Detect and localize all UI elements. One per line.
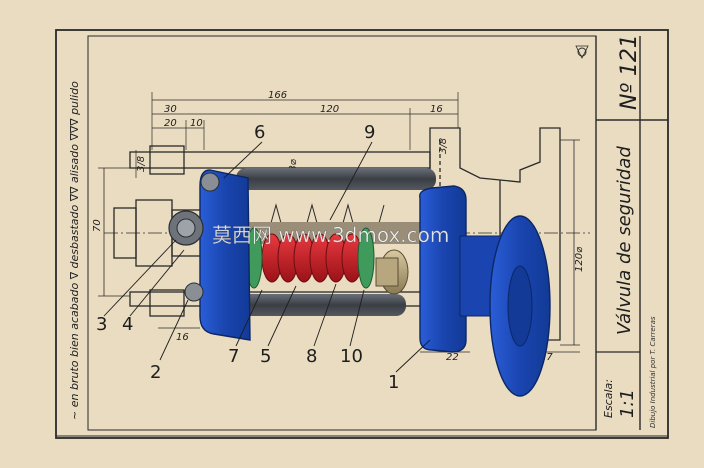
dim-3-8-left: 3/8 <box>136 156 147 172</box>
part-number-9: 9 <box>364 122 375 143</box>
dim-3-8-right: 3/8 <box>438 138 449 154</box>
scale-label: Escala: <box>602 379 615 418</box>
dim-22: 22 <box>446 352 459 363</box>
spring <box>261 233 363 283</box>
dim-120: 120 <box>320 104 339 115</box>
finish-legend: ~ en bruto bien acabado ∇ desbastado ∇∇ … <box>68 81 81 420</box>
part-number-2: 2 <box>150 362 161 383</box>
valve-guide <box>375 257 399 287</box>
part-number-7: 7 <box>228 346 239 367</box>
assembly-render <box>168 168 551 397</box>
dim-16-top: 16 <box>430 104 443 115</box>
part-number-5: 5 <box>260 346 271 367</box>
part-number-4: 4 <box>122 314 133 335</box>
part-number-3: 3 <box>96 314 107 335</box>
tie-rod-top <box>236 168 436 190</box>
part-number-10: 10 <box>340 346 363 367</box>
dim-17: 17 <box>540 352 553 363</box>
dim-30: 30 <box>164 104 177 115</box>
outer-frame <box>55 29 669 439</box>
adjusting-screw <box>176 218 196 238</box>
sheet-title: Válvula de seguridad <box>614 146 635 335</box>
sheet-number: Nº 121 <box>617 34 642 110</box>
dim-166: 166 <box>268 90 287 101</box>
dim-20: 20 <box>164 118 177 129</box>
spring-seat-right <box>357 227 375 289</box>
dim-16-bottom: 16 <box>176 332 189 343</box>
part-number-1: 1 <box>388 372 399 393</box>
dim-70: 70 <box>92 219 103 232</box>
dim-120-dia: 120⌀ <box>574 246 585 272</box>
author-credit: Dibujo Industrial por T. Carreras <box>649 316 657 428</box>
part-number-6: 6 <box>254 122 265 143</box>
dim-10: 10 <box>190 118 203 129</box>
part-number-8: 8 <box>306 346 317 367</box>
valve-body-flange <box>419 185 467 353</box>
nut-top <box>200 172 220 192</box>
scale-value: 1:1 <box>617 389 638 418</box>
crosshead-plate <box>199 169 251 341</box>
base-flange-bore <box>507 265 533 347</box>
leader-lines <box>103 141 431 373</box>
watermark: 莫西网 www.3dmox.com <box>212 223 449 247</box>
tie-rod-bottom <box>236 294 406 316</box>
projection-symbol-icon <box>575 45 589 59</box>
nut-bottom <box>184 282 204 302</box>
